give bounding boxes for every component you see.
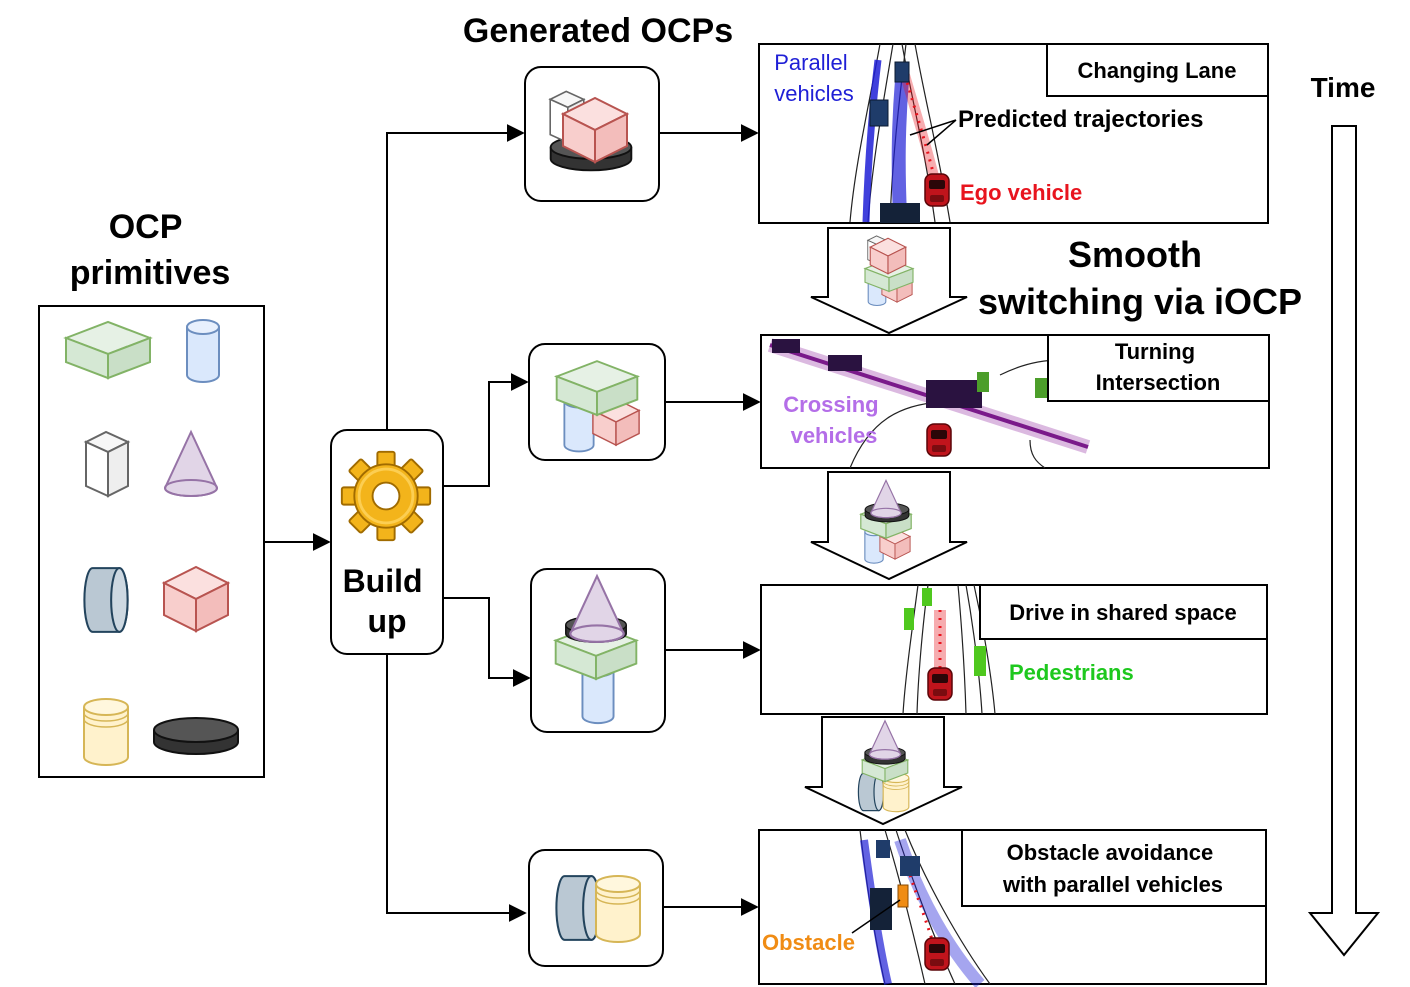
ego-car-icon bbox=[927, 667, 953, 701]
time-arrow bbox=[1307, 125, 1381, 957]
yellow-cylinder-icon bbox=[595, 875, 641, 943]
scenario-label-obstacle-line2: with parallel vehicles bbox=[1002, 872, 1223, 897]
obstacle-annotation: Obstacle bbox=[762, 930, 855, 955]
scenario-label-turning-intersection: Turning Intersection bbox=[1096, 339, 1221, 395]
ego-car-icon bbox=[926, 423, 952, 457]
dark-disk-primitive-icon bbox=[153, 717, 239, 755]
connector-arrows bbox=[264, 124, 761, 922]
smooth-switching-line2: switching via iOCP bbox=[978, 281, 1302, 322]
arrow-build-to-ocp3 bbox=[443, 597, 531, 687]
ego-car-icon bbox=[924, 937, 950, 971]
scenario-label-changing-lane: Changing Lane bbox=[1078, 58, 1237, 83]
ego-car-icon bbox=[924, 173, 950, 207]
predicted-trajectories-annotation: Predicted trajectories bbox=[958, 106, 1203, 133]
pedestrians-annotation: Pedestrians bbox=[1009, 660, 1134, 685]
scene-changing-lane: Changing Lane Parallel vehicles Predicte… bbox=[758, 43, 1269, 224]
slate-cylinder-primitive-icon bbox=[83, 567, 129, 633]
build-up-line1: Build bbox=[343, 563, 423, 599]
ego-vehicle-annotation: Ego vehicle bbox=[960, 180, 1082, 205]
yellow-cylinder-primitive-icon bbox=[83, 698, 129, 766]
scenario-label-obstacle-avoidance: Obstacle avoidance with parallel vehicle… bbox=[1002, 840, 1223, 897]
transition-arrow-1 bbox=[810, 227, 968, 335]
gear-icon bbox=[340, 450, 432, 542]
scenario-label-turning-line1: Turning bbox=[1115, 339, 1195, 364]
ocp-primitives-title-line1: OCP bbox=[109, 208, 182, 246]
arrow-build-to-ocp4 bbox=[386, 654, 527, 922]
parallel-vehicles-annotation: Parallel vehicles bbox=[774, 50, 854, 106]
ocp-primitives-title: OCP primitives bbox=[70, 208, 231, 292]
primitives-panel bbox=[38, 305, 265, 778]
build-up-line2: up bbox=[367, 603, 406, 639]
crossing-vehicles-line2: vehicles bbox=[791, 423, 878, 448]
scene-obstacle-avoidance: Obstacle avoidance with parallel vehicle… bbox=[758, 829, 1267, 987]
arrow-build-to-ocp2 bbox=[443, 373, 529, 487]
build-up-label: Build up bbox=[343, 563, 432, 639]
arrow-build-to-ocp1 bbox=[386, 124, 525, 430]
ocp-primitives-title-line2: primitives bbox=[70, 254, 231, 292]
scene-shared-space: Drive in shared space Pedestrians bbox=[760, 584, 1268, 715]
scenario-label-obstacle-line1: Obstacle avoidance bbox=[1007, 840, 1214, 865]
predicted-pointer-lines bbox=[909, 119, 957, 146]
generated-ocps-title: Generated OCPs bbox=[463, 12, 733, 50]
scenario-label-turning-line2: Intersection bbox=[1096, 370, 1221, 395]
scenario-label-shared-space: Drive in shared space bbox=[1009, 600, 1236, 625]
smooth-switching-title: Smooth switching via iOCP bbox=[978, 234, 1302, 322]
time-label: Time bbox=[1311, 72, 1376, 103]
obstacle-pointer-line bbox=[851, 899, 901, 934]
scene-turning-intersection: Turning Intersection Crossing vehicles bbox=[760, 334, 1270, 469]
crossing-vehicles-annotation: Crossing vehicles bbox=[783, 392, 884, 448]
crossing-vehicles-line1: Crossing bbox=[783, 392, 878, 417]
smooth-switching-line1: Smooth bbox=[1068, 234, 1202, 275]
parallel-vehicles-line2: vehicles bbox=[774, 81, 853, 106]
transition-arrow-2 bbox=[810, 471, 968, 581]
parallel-vehicles-line1: Parallel bbox=[774, 50, 847, 75]
transition-arrow-3 bbox=[804, 716, 963, 826]
white-prism-primitive-icon bbox=[85, 431, 129, 497]
blue-cylinder-primitive-icon bbox=[185, 318, 221, 384]
slate-cylinder-icon bbox=[555, 875, 601, 941]
